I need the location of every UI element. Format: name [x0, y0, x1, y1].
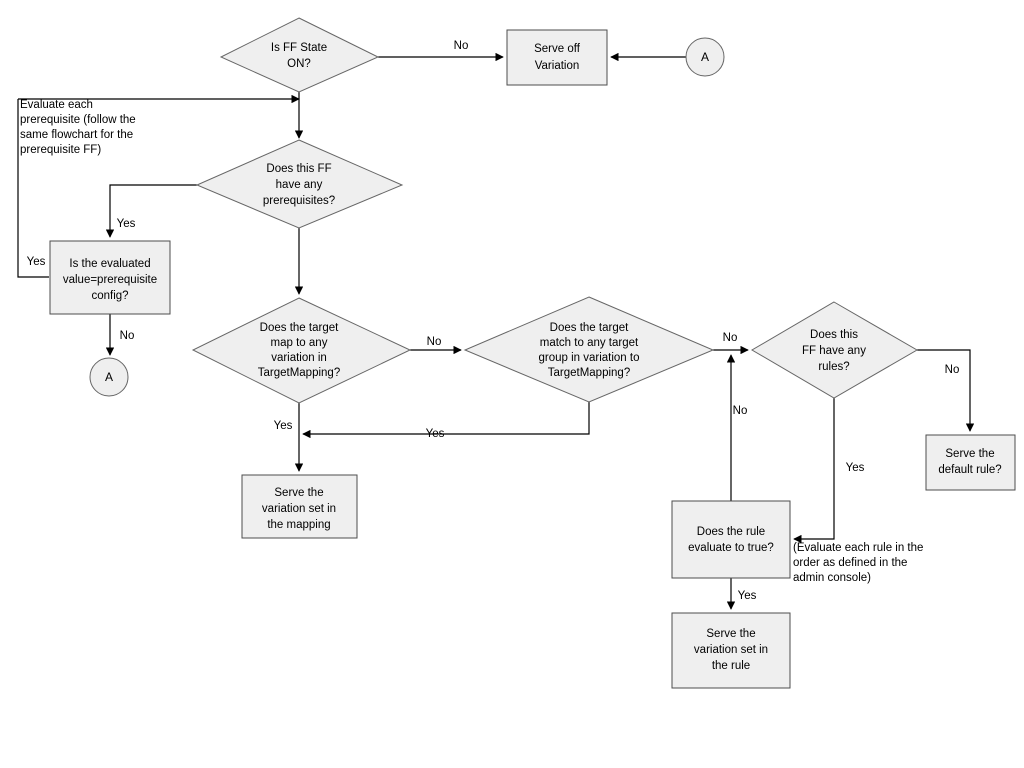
node-target-group-line1: Does the target: [550, 322, 629, 334]
node-has-prerequisites-line1: Does this FF: [266, 163, 331, 175]
node-has-rules-line3: rules?: [818, 361, 849, 373]
node-evaluated-value-line2: value=prerequisite: [63, 274, 157, 286]
note-rule-order-line1: (Evaluate each rule in the: [793, 542, 923, 554]
node-serve-default-line1: Serve the: [945, 448, 994, 460]
edge-label-rule-no-loop: No: [733, 405, 748, 417]
node-serve-rule-line1: Serve the: [706, 628, 755, 640]
node-has-rules[interactable]: Does this FF have any rules?: [751, 301, 918, 399]
node-target-group-line2: match to any target: [540, 337, 639, 349]
node-evaluated-value-line1: Is the evaluated: [69, 258, 150, 270]
node-is-ff-state-on[interactable]: Is FF State ON?: [219, 17, 380, 93]
node-serve-default-rule[interactable]: Serve the default rule?: [925, 434, 1016, 491]
node-has-prerequisites-line3: prerequisites?: [263, 195, 335, 207]
node-serve-mapping-line2: variation set in: [262, 503, 336, 515]
note-rule-order: (Evaluate each rule in the order as defi…: [793, 542, 923, 584]
edge-prereq-return-vertical: [17, 99, 49, 278]
note-rule-order-line3: admin console): [793, 572, 871, 584]
node-connector-a-top[interactable]: A: [685, 37, 725, 77]
edge-label-targetmap-yes: Yes: [274, 420, 293, 432]
edge-label-targetgroup-no: No: [723, 332, 738, 344]
edge-label-targetmap-no: No: [427, 336, 442, 348]
node-target-map-line1: Does the target: [260, 322, 339, 334]
edge-label-prereq-yes: Yes: [117, 218, 136, 230]
edge-targetgroup-yes: [302, 402, 590, 439]
node-target-map-line2: map to any: [271, 337, 328, 349]
note-prerequisite-line1: Evaluate each: [20, 99, 93, 111]
node-is-ff-state-on-line1: Is FF State: [271, 42, 327, 54]
node-serve-variation-mapping[interactable]: Serve the variation set in the mapping: [241, 474, 358, 539]
node-connector-a-top-label: A: [701, 50, 709, 64]
node-rule-true-line1: Does the rule: [697, 526, 765, 538]
node-target-map-line3: variation in: [271, 352, 327, 364]
edge-label-hasrules-no: No: [945, 364, 960, 376]
node-has-rules-line1: Does this: [810, 329, 858, 341]
node-connector-a-bottom[interactable]: A: [89, 357, 129, 397]
node-serve-rule-line3: the rule: [712, 660, 750, 672]
node-serve-mapping-line3: the mapping: [267, 519, 330, 531]
edge-label-ffstate-no: No: [454, 40, 469, 52]
node-target-group-variation[interactable]: Does the target match to any target grou…: [463, 296, 715, 403]
node-serve-off-variation[interactable]: Serve off Variation: [506, 29, 608, 86]
node-rule-true-line2: evaluate to true?: [688, 542, 774, 554]
node-target-map-line4: TargetMapping?: [258, 367, 340, 379]
node-has-rules-line2: FF have any: [802, 345, 866, 357]
note-prerequisite-line4: prerequisite FF): [20, 144, 101, 156]
node-connector-a-bottom-label: A: [105, 370, 113, 384]
edge-hasrules-no: [917, 349, 975, 432]
edge-label-targetgroup-yes: Yes: [426, 428, 445, 440]
node-target-map-variation[interactable]: Does the target map to any variation in …: [191, 297, 412, 404]
node-serve-mapping-line1: Serve the: [274, 487, 323, 499]
edge-hasrules-yes: [793, 398, 835, 544]
note-prerequisite-line3: same flowchart for the: [20, 129, 133, 141]
node-has-prerequisites-line2: have any: [276, 179, 323, 191]
edge-label-evaluated-no: No: [120, 330, 135, 342]
node-serve-off-variation-line1: Serve off: [534, 43, 581, 55]
node-serve-default-line2: default rule?: [938, 464, 1001, 476]
node-target-group-line4: TargetMapping?: [548, 367, 630, 379]
node-serve-off-variation-line2: Variation: [535, 60, 580, 72]
node-evaluated-value-matches[interactable]: Is the evaluated value=prerequisite conf…: [49, 240, 171, 315]
edge-label-rule-yes: Yes: [738, 590, 757, 602]
node-has-prerequisites[interactable]: Does this FF have any prerequisites?: [195, 139, 404, 229]
edge-prerequisites-yes: [105, 184, 197, 238]
node-serve-variation-rule[interactable]: Serve the variation set in the rule: [671, 612, 791, 689]
node-rule-evaluates-true[interactable]: Does the rule evaluate to true?: [671, 500, 791, 579]
note-rule-order-line2: order as defined in the: [793, 557, 907, 569]
note-prerequisite-line2: prerequisite (follow the: [20, 114, 136, 126]
node-serve-rule-line2: variation set in: [694, 644, 768, 656]
edge-label-hasrules-yes: Yes: [846, 462, 865, 474]
node-evaluated-value-line3: config?: [91, 290, 128, 302]
edge-label-evaluated-yes: Yes: [27, 256, 46, 268]
node-is-ff-state-on-line2: ON?: [287, 58, 311, 70]
node-target-group-line3: group in variation to: [538, 352, 639, 364]
note-prerequisite-evaluation: Evaluate each prerequisite (follow the s…: [20, 99, 136, 156]
